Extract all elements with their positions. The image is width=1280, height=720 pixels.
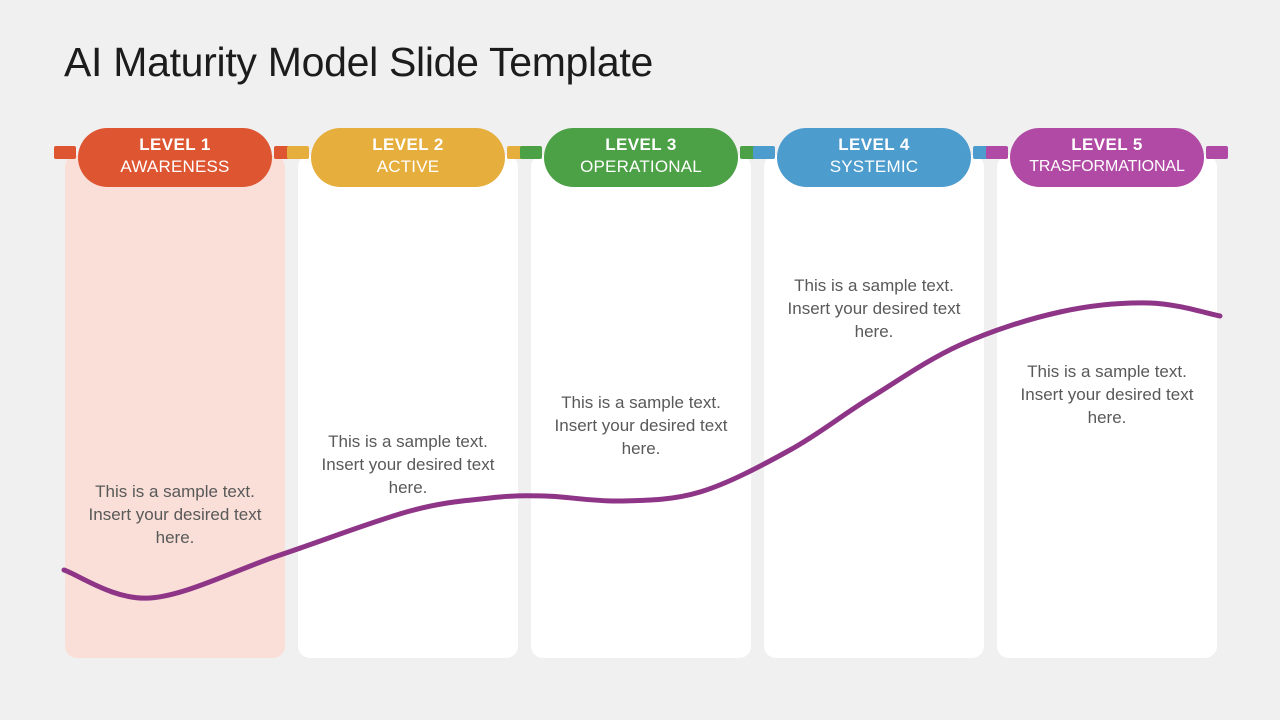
maturity-column-4[interactable]: This is a sample text. Insert your desir… xyxy=(753,128,995,658)
level-card-4[interactable] xyxy=(764,155,984,658)
level-body-text-3: This is a sample text. Insert your desir… xyxy=(554,393,728,458)
level-card-2[interactable] xyxy=(298,155,518,658)
connector-tab-left-4 xyxy=(753,146,775,159)
level-name-label-1: AWARENESS xyxy=(120,157,230,176)
level-number-label-3: LEVEL 3 xyxy=(605,135,677,154)
level-header-pill-3[interactable]: LEVEL 3 OPERATIONAL xyxy=(544,128,738,187)
level-number-label-4: LEVEL 4 xyxy=(838,135,910,154)
connector-tab-left-2 xyxy=(287,146,309,159)
level-body-text-2: This is a sample text. Insert your desir… xyxy=(321,432,495,497)
level-number-label-2: LEVEL 2 xyxy=(372,135,444,154)
level-header-pill-5[interactable]: LEVEL 5 TRASFORMATIONAL xyxy=(1010,128,1204,187)
connector-tab-left-3 xyxy=(520,146,542,159)
level-name-label-2: ACTIVE xyxy=(376,157,440,176)
maturity-column-3[interactable]: This is a sample text. Insert your desir… xyxy=(520,128,762,658)
level-header-pill-2[interactable]: LEVEL 2 ACTIVE xyxy=(311,128,505,187)
level-header-pill-1[interactable]: LEVEL 1 AWARENESS xyxy=(78,128,272,187)
connector-tab-right-5 xyxy=(1206,146,1228,159)
level-body-text-5: This is a sample text. Insert your desir… xyxy=(1020,362,1194,427)
level-name-label-5: TRASFORMATIONAL xyxy=(1029,158,1185,175)
maturity-column-2[interactable]: This is a sample text. Insert your desir… xyxy=(287,128,529,658)
level-body-text-4: This is a sample text. Insert your desir… xyxy=(787,276,961,341)
level-header-pill-4[interactable]: LEVEL 4 SYSTEMIC xyxy=(777,128,971,187)
maturity-column-5[interactable]: This is a sample text. Insert your desir… xyxy=(986,128,1228,658)
page-title: AI Maturity Model Slide Template xyxy=(64,39,653,85)
connector-tab-left-1 xyxy=(54,146,76,159)
level-card-1[interactable] xyxy=(65,155,285,658)
connector-tab-left-5 xyxy=(986,146,1008,159)
maturity-column-1[interactable]: This is a sample text. Insert your desir… xyxy=(54,128,296,658)
level-name-label-3: OPERATIONAL xyxy=(580,157,702,176)
level-name-label-4: SYSTEMIC xyxy=(829,157,919,176)
level-number-label-1: LEVEL 1 xyxy=(139,135,211,154)
level-number-label-5: LEVEL 5 xyxy=(1071,135,1143,154)
level-body-text-1: This is a sample text. Insert your desir… xyxy=(88,482,262,547)
